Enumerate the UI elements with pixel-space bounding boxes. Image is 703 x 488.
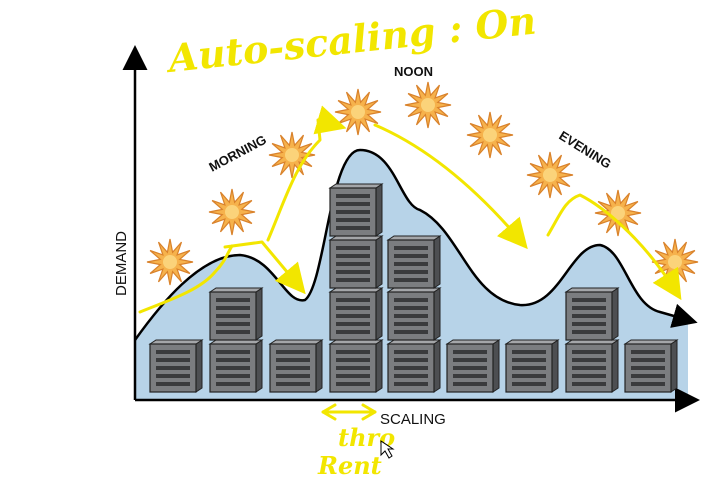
server-stack (148, 339, 204, 393)
sun-core (543, 168, 557, 182)
sun-core (163, 255, 177, 269)
noon-label: NOON (394, 64, 433, 79)
annotation-title: Auto-scaling : On (163, 0, 538, 81)
sun-core (611, 206, 625, 220)
annotation-arrow-noon (373, 123, 528, 250)
x-axis-label: SCALING (380, 411, 446, 428)
demand-curve (133, 148, 698, 341)
sun-core (351, 105, 365, 119)
server-rack-icon (504, 339, 560, 393)
sun-icons (146, 81, 699, 286)
server-rack-icon (564, 287, 620, 341)
server-rack-icon (386, 235, 442, 289)
annotation-bracket-underline (321, 403, 377, 421)
annotation-arrow-rise (266, 105, 347, 242)
server-rack-icon (328, 287, 384, 341)
server-stack (564, 287, 620, 393)
server-stack (445, 339, 501, 393)
server-rack-icon (208, 339, 264, 393)
annotation-arrow-morning (138, 240, 298, 314)
y-axis-label: DEMAND (113, 231, 130, 296)
mouse-cursor-icon (380, 440, 395, 459)
server-racks (148, 183, 679, 393)
server-rack-icon (328, 183, 384, 237)
sun-core (668, 255, 682, 269)
server-rack-icon (328, 339, 384, 393)
server-rack-icon (564, 339, 620, 393)
handwritten-note-line2: Rent (317, 451, 382, 480)
server-stack (208, 287, 264, 393)
server-stack (268, 339, 324, 393)
server-stack (623, 339, 679, 393)
server-stack (386, 235, 442, 393)
server-rack-icon (328, 235, 384, 289)
server-stack (504, 339, 560, 393)
sun-core (421, 98, 435, 112)
server-rack-icon (386, 339, 442, 393)
server-rack-icon (445, 339, 501, 393)
server-rack-icon (268, 339, 324, 393)
server-rack-icon (623, 339, 679, 393)
sun-core (483, 128, 497, 142)
sun-core (285, 148, 299, 162)
morning-label: MORNING (206, 132, 269, 175)
server-rack-icon (148, 339, 204, 393)
server-stack (328, 183, 384, 393)
server-rack-icon (386, 287, 442, 341)
sun-core (225, 205, 239, 219)
server-rack-icon (208, 287, 264, 341)
annotation-strokes (138, 105, 682, 421)
annotation-arrow-evening (546, 193, 682, 301)
